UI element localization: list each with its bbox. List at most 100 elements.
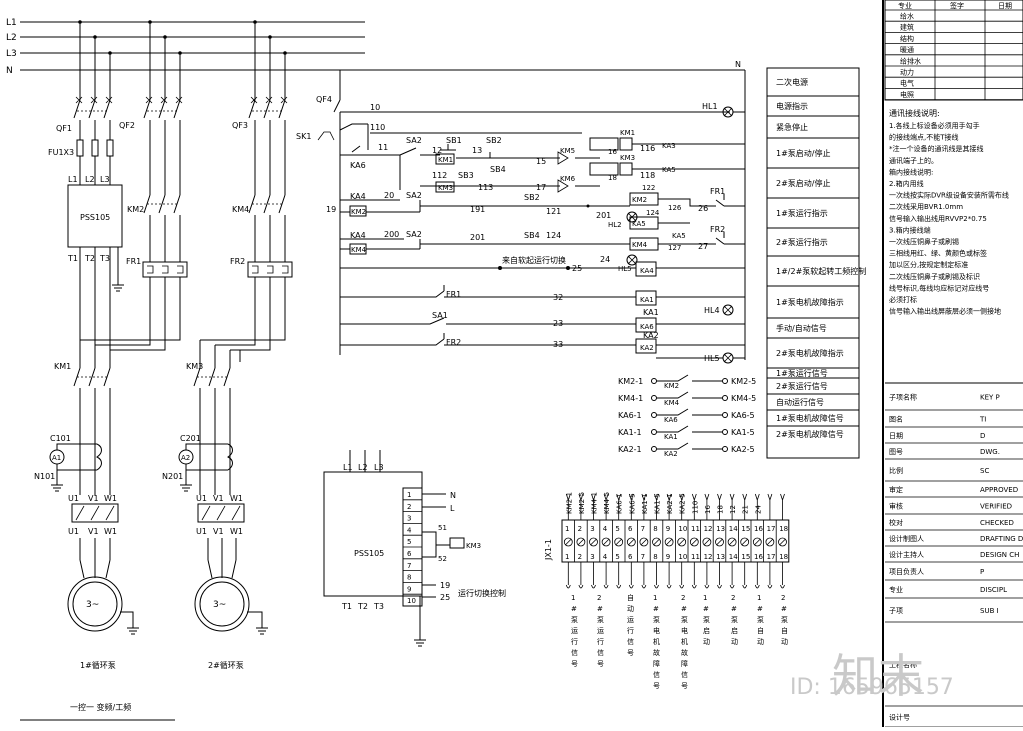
legend-row-9: 手动/自动信号	[776, 323, 827, 333]
pss-pin-9: 10	[407, 597, 416, 605]
branch-2: QF2 KM2 FR1	[80, 22, 188, 351]
wire-121: 121	[546, 207, 561, 216]
pump-2-label: 2#循环泵	[208, 660, 244, 670]
jx-num-bot-15: 16	[754, 553, 763, 561]
legend-row-2: 紧急停止	[776, 122, 808, 132]
km4-coil-label: KM4	[632, 241, 648, 249]
m2-w-top: W1	[230, 494, 243, 503]
km2-coil-label: KM2	[632, 196, 647, 204]
bus-lines: L1 L2 L3 N N	[6, 18, 745, 76]
footer-caption: 一控一 变频/工频	[70, 702, 131, 712]
jx-num-bot-3: 4	[603, 553, 608, 561]
qf4-label: QF4	[316, 95, 332, 104]
pssd-t2: T2	[357, 602, 368, 611]
pss-pin-8: 9	[407, 585, 411, 593]
sig-right-2: KA6-5	[731, 411, 755, 420]
pss-l2: L2	[85, 175, 95, 184]
km4-label: KM4	[232, 205, 249, 214]
km2-contact-label: KM2	[351, 208, 366, 216]
m2-v-bot: V1	[213, 527, 224, 536]
km4-contact-label: KM4	[351, 246, 367, 254]
jx-num-top-17: 18	[779, 525, 788, 533]
jx-num-top-15: 16	[754, 525, 763, 533]
sb4-label: SB4	[490, 165, 506, 174]
tb-row-label-7: 校对	[889, 518, 903, 527]
ka6-coil-label: KA6	[640, 323, 654, 331]
pssd-sig-52: 52	[438, 555, 447, 563]
fr2-ctrl-label: FR2	[710, 225, 725, 234]
pssd-sig-l: L	[450, 504, 455, 513]
ka1-coil-label: KA1	[640, 296, 654, 304]
sig-right-3: KA1-5	[731, 428, 755, 437]
tb-row-label-4: 比例	[889, 466, 903, 475]
jx-num-bot-9: 10	[678, 553, 687, 561]
pssd-l2: L2	[358, 463, 368, 472]
legend-row-0: 二次电源	[776, 77, 808, 87]
tb-row-label-6: 审核	[889, 502, 903, 511]
tb-row-label-14: 设计号	[889, 713, 910, 722]
ka2-coil-side: KA2	[643, 331, 659, 340]
tb-row-value-11: DISCIPL	[980, 586, 1007, 594]
jx-top-label-3: KM4-5	[603, 492, 611, 514]
legend-row-14: 1#泵电机故障信号	[776, 413, 844, 423]
wire-113: 113	[478, 183, 493, 192]
tb-note-7: 二次线采用BVR1.0mm	[889, 202, 963, 211]
tb-top-row-0: 给水	[900, 12, 914, 21]
pss-pin-2: 3	[407, 515, 411, 523]
sb2-row-label: SB2	[524, 193, 540, 202]
jx-num-bot-10: 11	[691, 553, 700, 561]
qf2-label: QF2	[119, 121, 135, 130]
jx-top-label-8: KA2-1	[666, 493, 674, 514]
pss-t3: T3	[99, 254, 110, 263]
sig-right-4: KA2-5	[731, 445, 755, 454]
wire-201: 201	[470, 233, 485, 242]
wire-127: 127	[668, 244, 681, 252]
sb4-row-label: SB4	[524, 231, 540, 240]
tb-note-10: 一次线压铜鼻子或刷锡	[889, 237, 959, 246]
tb-note-11: 三相线用红、绿、黄颜色或标签	[889, 249, 987, 258]
km3-label: KM3	[186, 362, 203, 371]
sa2-top-label: SA2	[406, 136, 422, 145]
legend-row-10: 2#泵电机故障指示	[776, 348, 844, 358]
jx-num-bot-16: 17	[767, 553, 776, 561]
ct-1-label: C101	[50, 434, 71, 443]
legend-row-8: 1#泵电机故障指示	[776, 297, 844, 307]
wire-16: 16	[608, 148, 617, 156]
tb-top-row-2: 结构	[900, 34, 914, 43]
signal-row-3: KA1-1 KA1 KA1-5	[618, 425, 755, 441]
pss-l1: L1	[68, 175, 78, 184]
legend-row-13: 自动运行信号	[776, 397, 824, 407]
tb-row-value-12: SUB I	[980, 607, 999, 615]
jx-top-label-6: KA1-1	[641, 493, 649, 514]
tb-row-value-6: VERIFIED	[980, 503, 1012, 511]
motor-1	[67, 576, 123, 632]
notes-title: 通讯接线说明:	[889, 108, 940, 118]
jx-top-label-0: KM2-1	[565, 492, 573, 514]
hl3-label: HL5	[618, 265, 632, 273]
pss-t2: T2	[84, 254, 95, 263]
tb-row-value-9: DESIGN CH	[980, 551, 1019, 559]
wire-13: 13	[472, 146, 482, 155]
m1-u-top: U1	[68, 494, 79, 503]
ka2-coil-label: KA2	[640, 344, 654, 352]
tb-row-label-11: 专业	[889, 585, 903, 594]
ka4-label-b: KA4	[350, 231, 366, 240]
ka5-coil-label: KA5	[632, 220, 646, 228]
pssd-sig-19: 19	[440, 581, 450, 590]
m2-u-top: U1	[196, 494, 207, 503]
sig-left-1: KM4-1	[618, 394, 643, 403]
km3-coil-label: KM3	[620, 154, 635, 162]
jx-num-top-9: 10	[678, 525, 687, 533]
jx-caption-3: 1#泵电机故障信号	[653, 594, 660, 690]
jx-num-top-6: 7	[641, 525, 645, 533]
wire-124-b: 124	[546, 231, 561, 240]
ka6-label: KA6	[350, 161, 366, 170]
wire-191: 191	[470, 205, 485, 214]
tb-header-2: 日期	[998, 2, 1012, 10]
pss-title: PSS105	[80, 213, 110, 222]
wire-32: 32	[553, 293, 563, 302]
pss-pin-6: 7	[407, 562, 411, 570]
sig-coil-4: KA2	[664, 450, 678, 458]
wire-12: 12	[432, 146, 442, 155]
tb-note-4: 箱内接线说明:	[889, 167, 933, 176]
